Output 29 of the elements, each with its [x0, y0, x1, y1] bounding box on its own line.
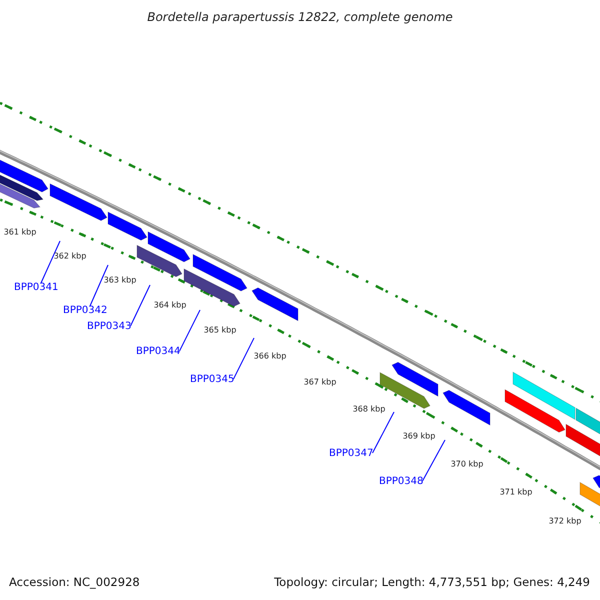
- leader-line: [372, 412, 394, 454]
- position-label: 365 kbp: [204, 326, 236, 334]
- gene-label: BPP0341: [14, 282, 58, 293]
- gene-label: BPP0342: [63, 305, 108, 316]
- position-label: 367 kbp: [304, 378, 336, 386]
- position-label: 372 kbp: [548, 516, 582, 526]
- leader-line: [130, 284, 150, 326]
- leader-line: [233, 338, 254, 380]
- gene-label: BPP0343: [87, 321, 132, 332]
- position-label: 362 kbp: [54, 252, 86, 260]
- gene-label: BPP0348: [379, 476, 424, 487]
- leader-line: [179, 310, 200, 352]
- accession-text: Accession: NC_002928: [9, 575, 140, 589]
- genome-info-text: Topology: circular; Length: 4,773,551 bp; Genes: 4,249: [274, 575, 590, 589]
- leader-line: [422, 440, 446, 482]
- position-label: 370 kbp: [450, 460, 484, 468]
- position-label: 364 kbp: [154, 300, 186, 310]
- position-label: 366 kbp: [254, 352, 286, 360]
- position-label: 368 kbp: [352, 404, 386, 414]
- gene-label: BPP0345: [190, 374, 234, 385]
- position-label: 369 kbp: [402, 432, 436, 440]
- position-label: 361 kbp: [4, 228, 36, 236]
- diagram-title: Bordetella parapertussis 12822, complete genome: [146, 10, 454, 24]
- gene-label: BPP0344: [136, 346, 180, 357]
- gene-label: BPP0347: [329, 448, 374, 459]
- leader-line: [90, 264, 108, 306]
- position-label: 371 kbp: [500, 488, 532, 496]
- leader-line: [40, 240, 60, 284]
- position-label: 363 kbp: [104, 276, 136, 284]
